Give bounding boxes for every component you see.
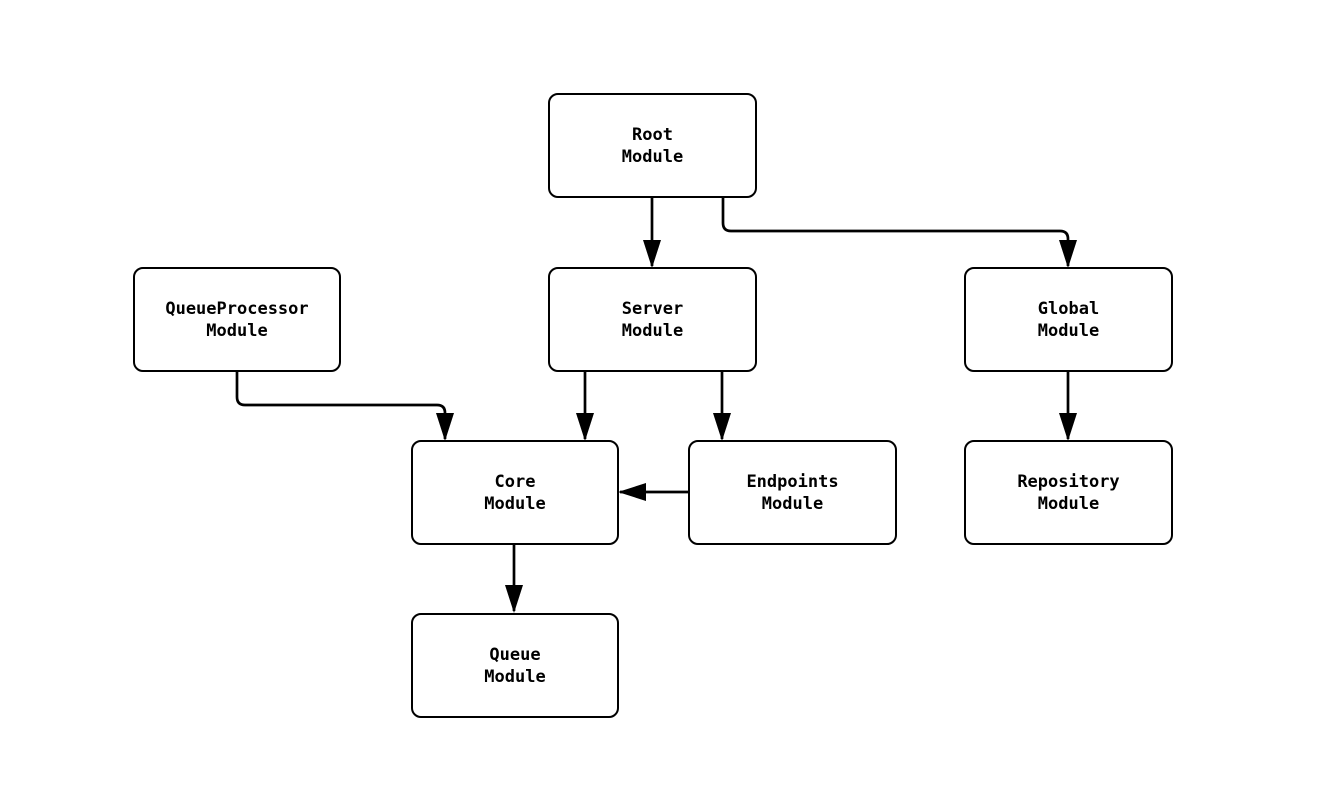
node-queue-module-label: Queue Module xyxy=(484,644,546,687)
node-server-module-label: Server Module xyxy=(621,298,684,341)
node-queue-module: Queue Module xyxy=(411,613,619,718)
node-queueprocessor-module-label: QueueProcessor Module xyxy=(165,298,309,341)
edge-queueprocessor-to-core xyxy=(235,372,454,441)
node-endpoints-module-label: Endpoints Module xyxy=(746,471,839,514)
node-global-module-label: Global Module xyxy=(1037,298,1100,341)
node-endpoints-module: Endpoints Module xyxy=(688,440,897,545)
node-root-module: Root Module xyxy=(548,93,757,198)
node-queueprocessor-module: QueueProcessor Module xyxy=(133,267,341,372)
node-core-module: Core Module xyxy=(411,440,619,545)
edge-root-to-global xyxy=(721,198,1077,268)
node-root-module-label: Root Module xyxy=(621,124,684,167)
node-repository-module-label: Repository Module xyxy=(1017,471,1120,514)
node-server-module: Server Module xyxy=(548,267,757,372)
node-global-module: Global Module xyxy=(964,267,1173,372)
node-repository-module: Repository Module xyxy=(964,440,1173,545)
node-core-module-label: Core Module xyxy=(484,471,546,514)
